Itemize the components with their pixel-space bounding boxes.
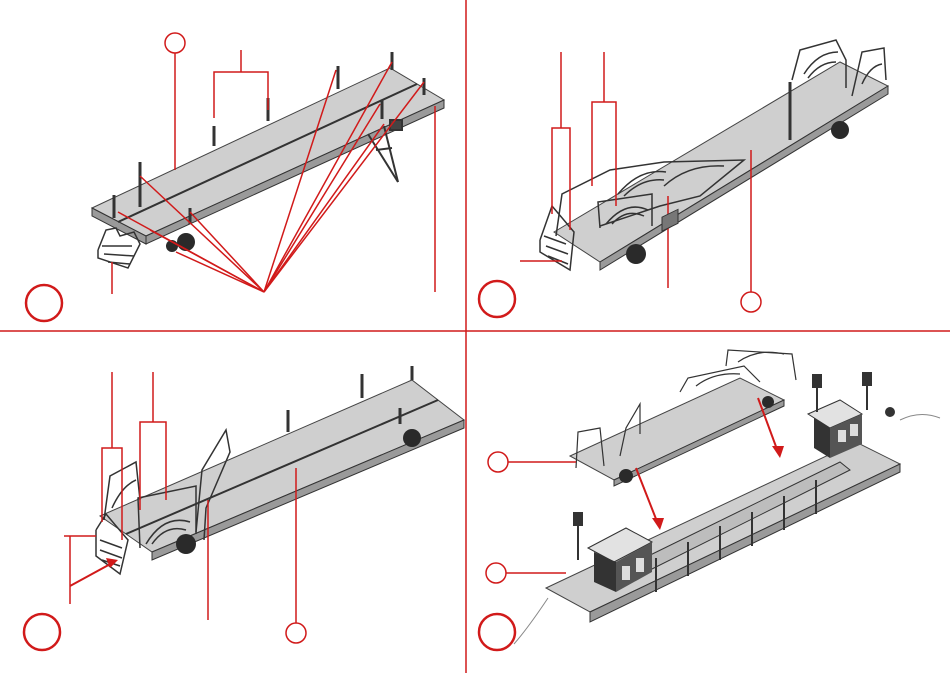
- arrowhead-1: [652, 518, 664, 530]
- panel-top-right: [479, 40, 888, 317]
- panel-bottom-right: [479, 209, 940, 650]
- cable-left: [514, 598, 548, 644]
- wheel-front: [403, 429, 421, 447]
- upper-trailer-wheel-2: [762, 396, 774, 408]
- walkway-wall: [636, 462, 850, 572]
- ticket-booth-back: [808, 372, 895, 458]
- callout-circle-c: [741, 292, 761, 312]
- wheel-front: [831, 121, 849, 139]
- wheel-rear: [626, 244, 646, 264]
- wheel-rear: [177, 233, 195, 251]
- bracket-l: [64, 536, 96, 604]
- arrowhead-2: [772, 446, 784, 458]
- bracket-f: [552, 128, 570, 230]
- upper-trailer-wheel: [619, 469, 633, 483]
- panel-bottom-left: [24, 366, 464, 650]
- cable-right: [900, 414, 940, 420]
- leader-l-arrow: [70, 562, 114, 586]
- trailer-deck-front: [600, 86, 888, 270]
- step-circle-4: [479, 614, 515, 650]
- wheel-rear: [176, 534, 196, 554]
- step-circle-2: [479, 281, 515, 317]
- bracket-b: [214, 72, 268, 118]
- callout-circle-m: [488, 452, 508, 472]
- deck-center-stripe: [126, 400, 438, 534]
- step-circle-3: [24, 614, 60, 650]
- panel-top-left: [26, 33, 444, 321]
- callout-circle-a: [165, 33, 185, 53]
- upper-trailer-deck: [570, 378, 784, 480]
- callout-circle-h: [286, 623, 306, 643]
- callout-circle-n: [486, 563, 506, 583]
- step-circle-1: [26, 285, 62, 321]
- arrow-1: [636, 468, 658, 524]
- bracket-g: [592, 102, 616, 206]
